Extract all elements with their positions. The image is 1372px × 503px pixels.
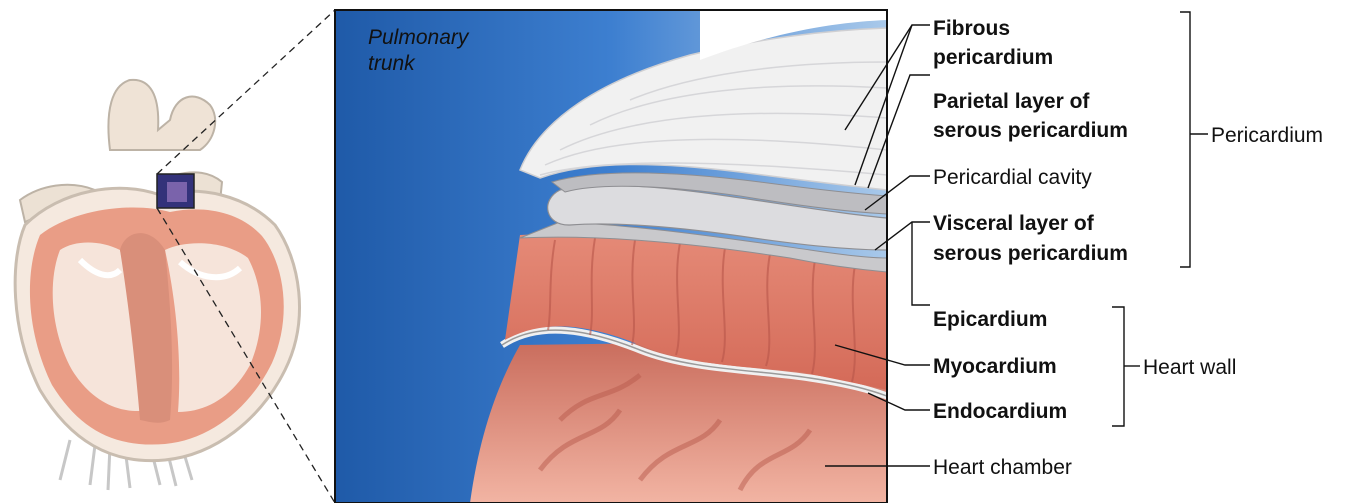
- visceral-line-1: Visceral layer of: [933, 212, 1095, 235]
- visceral-line-2: serous pericardium: [933, 242, 1128, 265]
- myocardium-label: Myocardium: [933, 355, 1057, 378]
- heart-chamber-label: Heart chamber: [933, 456, 1072, 479]
- epicardium-label: Epicardium: [933, 308, 1047, 331]
- pericardium-bracket: [1180, 12, 1208, 267]
- pulmonary-trunk-line-1: Pulmonary: [368, 26, 470, 49]
- visceral-layer-label: Visceral layer of serous pericardium: [933, 212, 1128, 265]
- fibrous-line-1: Fibrous: [933, 17, 1010, 40]
- heart-illustration: [15, 80, 299, 490]
- pulmonary-trunk-line-2: trunk: [368, 52, 416, 75]
- parietal-layer-label: Parietal layer of serous pericardium: [933, 90, 1128, 142]
- pericardial-cavity-label: Pericardial cavity: [933, 166, 1092, 189]
- endocardium-label: Endocardium: [933, 400, 1067, 423]
- heart-wall-group-label: Heart wall: [1143, 356, 1236, 379]
- pericardium-group-label: Pericardium: [1211, 124, 1323, 147]
- fibrous-pericardium-label: Fibrous pericardium: [933, 17, 1053, 69]
- heart-wall-bracket: [1112, 307, 1140, 426]
- parietal-line-1: Parietal layer of: [933, 90, 1090, 113]
- fibrous-line-2: pericardium: [933, 46, 1053, 69]
- magnified-view: [335, 10, 887, 503]
- parietal-line-2: serous pericardium: [933, 119, 1128, 142]
